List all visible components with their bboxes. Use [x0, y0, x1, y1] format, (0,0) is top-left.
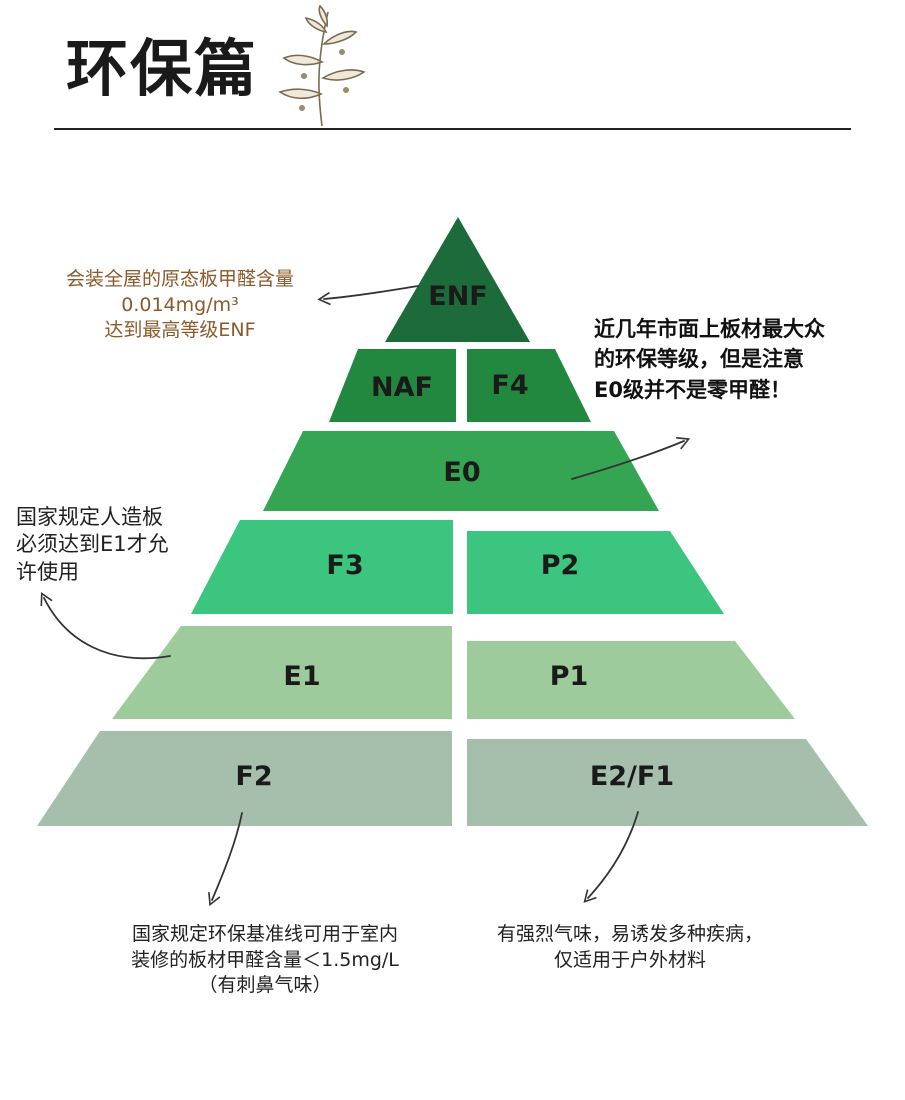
e0-note-line: 的环保等级，但是注意: [594, 347, 804, 372]
pyramid-label-p2: P2: [541, 550, 580, 581]
pyramid-tier-naf: [329, 349, 456, 422]
e1-note-line: 国家规定人造板: [16, 505, 163, 529]
f2-note-line: 装修的板材甲醛含量＜1.5mg/L: [131, 948, 399, 971]
e0-note-line: E0级并不是零甲醛！: [594, 377, 791, 402]
arrow-f2-note: [208, 812, 243, 907]
e2f1-note-line: 仅适用于户外材料: [553, 948, 706, 971]
e0-note: 近几年市面上板材最大众 的环保等级，但是注意 E0级并不是零甲醛！: [594, 314, 825, 405]
pyramid-tier-p1: [467, 641, 795, 719]
enf-note-line: 达到最高等级ENF: [104, 319, 256, 342]
e2f1-note: 有强烈气味，易诱发多种疾病， 仅适用于户外材料: [465, 922, 795, 973]
enf-note-line: 会装全屋的原态板甲醛含量: [65, 268, 294, 290]
e1-note-line: 必须达到E1才允: [16, 532, 169, 557]
pyramid-label-e1: E1: [283, 661, 320, 692]
pyramid-tier-e2f1: [467, 739, 868, 826]
arrow-e1-note: [40, 592, 171, 660]
page-title: 环保篇: [66, 32, 259, 105]
pyramid-label-naf: NAF: [371, 372, 433, 403]
f2-note-line: （有刺鼻气味）: [198, 974, 332, 997]
pyramid-label-enf: ENF: [428, 281, 487, 312]
pyramid-tier-enf: [385, 217, 530, 342]
arrow-enf-note: [317, 285, 419, 306]
f2-note-line: 国家规定环保基准线可用于室内: [131, 923, 398, 945]
f2-note: 国家规定环保基准线可用于室内 装修的板材甲醛含量＜1.5mg/L （有刺鼻气味）: [100, 922, 430, 999]
arrow-e2f1-note: [583, 811, 639, 903]
leaf-branch-icon: [278, 4, 366, 127]
pyramid-tier-e1: [112, 626, 452, 719]
pyramid-label-e2f1: E2/F1: [590, 761, 674, 792]
pyramid-tier-e0: [263, 431, 659, 511]
e2f1-note-line: 有强烈气味，易诱发多种疾病，: [496, 923, 763, 945]
arrow-e0-note: [571, 436, 691, 480]
e1-note-line: 许使用: [16, 559, 79, 584]
pyramid-tier-f3: [191, 520, 453, 614]
pyramid-label-f4: F4: [491, 370, 528, 401]
pyramid-label-e0: E0: [443, 457, 480, 488]
pyramid-tier-f4: [467, 349, 591, 422]
pyramid-tier-p2: [467, 531, 724, 614]
pyramid-label-f2: F2: [235, 761, 272, 792]
pyramid-tier-f2: [37, 731, 452, 826]
enf-note: 会装全屋的原态板甲醛含量 0.014mg/m³ 达到最高等级ENF: [30, 267, 330, 344]
e1-note: 国家规定人造板 必须达到E1才允 许使用: [16, 504, 169, 586]
pyramid-label-f3: F3: [326, 550, 363, 581]
pyramid-label-p1: P1: [550, 661, 589, 692]
e0-note-line: 近几年市面上板材最大众: [594, 317, 825, 341]
enf-note-line: 0.014mg/m³: [121, 293, 239, 316]
header-divider: [54, 128, 851, 130]
